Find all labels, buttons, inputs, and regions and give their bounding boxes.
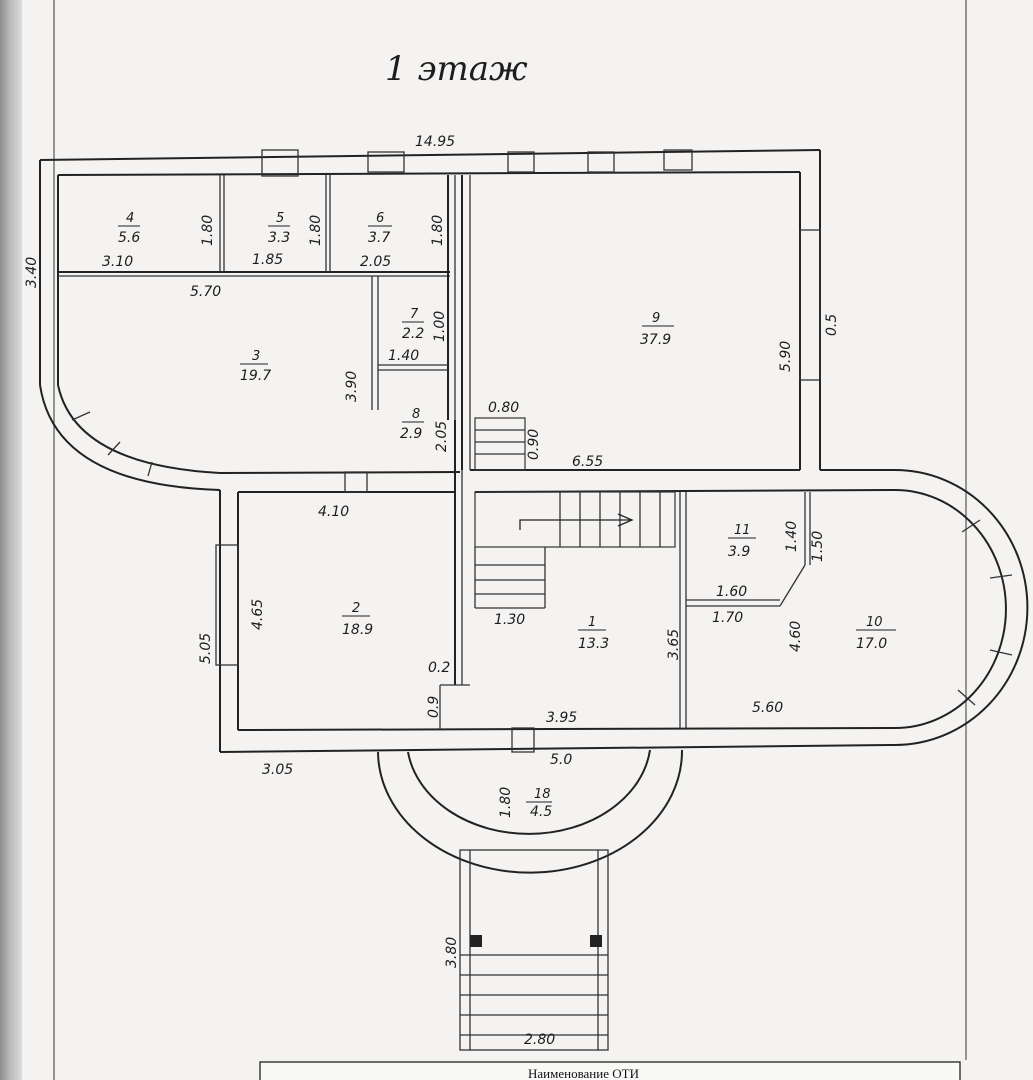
dim-room11-depth: 1.50 [810, 531, 826, 562]
title-block-box [259, 1061, 961, 1080]
dim-stair-depth: 0.90 [526, 429, 542, 460]
room-10-number: 10 [866, 615, 883, 630]
title-block-text: Наименование ОТИ [528, 1066, 639, 1080]
dim-room6-width: 2.05 [360, 254, 391, 270]
room-3-number: 3 [252, 349, 260, 364]
dim-room11-bottom: 1.70 [712, 610, 743, 626]
dim-room3-height: 3.90 [344, 371, 360, 402]
dim-room11-height: 1.40 [784, 521, 800, 552]
entrance-porch [377, 749, 684, 1051]
dim-room10-width: 5.60 [752, 700, 783, 716]
dim-stair-landing: 1.30 [494, 612, 525, 628]
dim-steps-length: 3.80 [444, 937, 460, 968]
room-5-number: 5 [276, 211, 284, 226]
dim-bottom-left: 3.05 [262, 762, 293, 778]
room-8-area: 2.9 [400, 426, 422, 442]
dim-room4-width: 3.10 [102, 254, 133, 270]
interior-walls [58, 175, 811, 730]
dim-steps-width: 2.80 [524, 1032, 555, 1048]
staircase [474, 417, 676, 609]
page-title: 1 этаж [385, 49, 528, 89]
dim-porch-depth: 1.80 [498, 787, 514, 818]
dim-room2-width: 4.10 [318, 504, 349, 520]
room-4-area: 5.6 [118, 230, 140, 246]
dim-left-top: 3.40 [24, 257, 40, 288]
room-7-area: 2.2 [402, 326, 424, 342]
dim-room7-width: 1.40 [388, 348, 419, 364]
room-11-number: 11 [734, 523, 751, 538]
room-1-number: 1 [588, 615, 596, 630]
room-5-area: 3.3 [268, 230, 290, 246]
dim-window-right: 0.5 [824, 314, 840, 336]
scan-edge-shadow [0, 0, 22, 1080]
dim-room9-height: 5.90 [778, 341, 794, 372]
dim-room2-height: 4.65 [250, 599, 266, 630]
dim-room5-width: 1.85 [252, 252, 283, 268]
room-10-area: 17.0 [856, 636, 887, 652]
room-9-number: 9 [652, 311, 660, 326]
dim-stair-width: 0.80 [488, 400, 519, 416]
dim-door-width: 0.9 [426, 696, 442, 718]
dim-room11-width: 1.60 [716, 584, 747, 600]
dim-room4-height: 1.80 [200, 215, 216, 246]
room-8-number: 8 [412, 407, 420, 422]
room-7-number: 7 [410, 307, 419, 322]
dim-room9-width: 6.55 [572, 454, 603, 470]
room-9-area: 37.9 [640, 332, 671, 348]
dim-room7-height: 1.00 [432, 311, 448, 342]
room-6-number: 6 [376, 211, 384, 226]
dimension-labels: 14.95 3.40 3.10 1.80 1.85 1.80 2.05 1.80… [24, 134, 840, 1048]
room-18-number: 18 [534, 787, 551, 802]
dim-top-overall: 14.95 [415, 134, 455, 150]
dim-room3-width: 5.70 [190, 284, 221, 300]
dim-room1-height: 3.65 [666, 629, 682, 660]
dim-room8-height: 2.05 [434, 421, 450, 452]
room-6-area: 3.7 [368, 230, 390, 246]
dim-room1-width: 3.95 [546, 710, 577, 726]
dim-left-bottom: 5.05 [198, 633, 214, 664]
room-18-area: 4.5 [530, 804, 552, 820]
dim-room6-height: 1.80 [430, 215, 446, 246]
dim-porch-width: 5.0 [550, 752, 572, 768]
room-4-number: 4 [126, 211, 134, 226]
room-3-area: 19.7 [240, 368, 271, 384]
dim-room10-height: 4.60 [788, 621, 804, 652]
room-labels: 4 5.6 5 3.3 6 3.7 7 2.2 3 19.7 8 2.9 9 3… [118, 211, 896, 820]
room-1-area: 13.3 [578, 636, 609, 652]
dim-partition: 0.2 [428, 660, 450, 676]
room-2-number: 2 [352, 601, 360, 616]
room-2-area: 18.9 [342, 622, 373, 638]
room-11-area: 3.9 [728, 544, 750, 560]
dim-room5-height: 1.80 [308, 215, 324, 246]
